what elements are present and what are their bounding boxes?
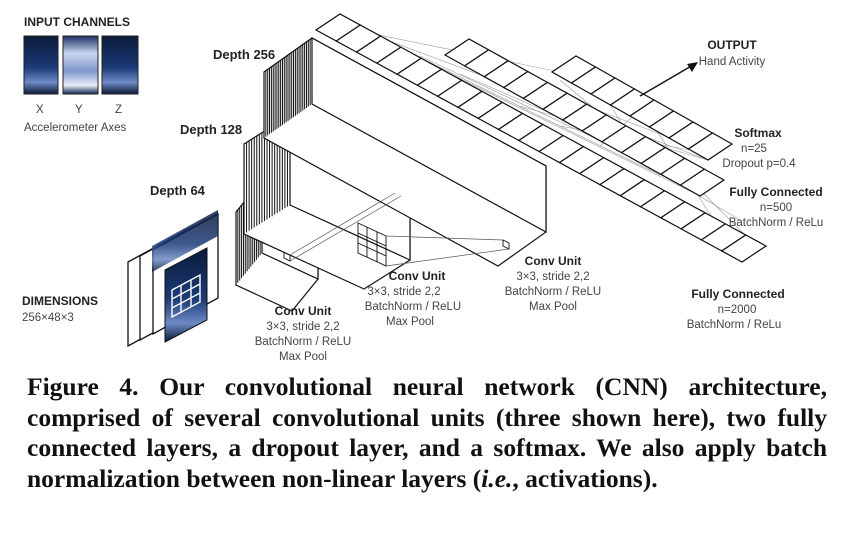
input-channels-title: INPUT CHANNELS	[24, 15, 130, 29]
depth-label-128: Depth 128	[180, 122, 242, 137]
output-arrow	[639, 62, 698, 97]
conv-unit-line: Max Pool	[279, 351, 327, 363]
conv-unit-title: Conv Unit	[525, 254, 582, 268]
dense-layer-line: n=500	[760, 202, 792, 214]
softmax-layer	[550, 55, 734, 161]
conv-unit-line: 3×3, stride 2,2	[516, 271, 589, 283]
projection-lines	[289, 192, 510, 267]
dense-layer-line: BatchNorm / ReLu	[729, 217, 824, 229]
conv-unit-label-1: Conv Unit 3×3, stride 2,2 BatchNorm / Re…	[255, 304, 352, 363]
conv-unit-title: Conv Unit	[389, 269, 446, 283]
spectrogram-z	[101, 35, 139, 95]
fc2000-label: Fully Connected n=2000 BatchNorm / ReLu	[687, 287, 785, 331]
input-channels-subtitle: Accelerometer Axes	[24, 122, 127, 134]
conv-unit-line: 3×3, stride 2,2	[367, 286, 440, 298]
dense-layer-line: BatchNorm / ReLu	[687, 319, 782, 331]
conv-unit-line: BatchNorm / ReLU	[505, 286, 602, 298]
input-stack	[127, 210, 219, 348]
conv-unit-title: Conv Unit	[275, 304, 332, 318]
conv-unit-label-3: Conv Unit 3×3, stride 2,2 BatchNorm / Re…	[505, 254, 602, 313]
figure-caption: Figure 4. Our convolutional neural netwo…	[27, 372, 827, 494]
neuron-cell	[679, 168, 726, 197]
caption-emphasis: i.e.	[481, 463, 513, 493]
softmax-label: Softmax n=25 Dropout p=0.4	[722, 126, 796, 170]
dense-layer-title: Softmax	[734, 126, 782, 140]
dense-layer-line: n=2000	[718, 304, 757, 316]
conv-block-depth-256	[263, 36, 547, 267]
spectrogram-x	[23, 35, 59, 95]
connection-line	[419, 55, 621, 151]
neuron-cell	[720, 234, 768, 263]
output-title: OUTPUT	[707, 38, 757, 52]
axis-label-z: Z	[115, 104, 122, 116]
conv-unit-line: Max Pool	[529, 301, 577, 313]
depth-label-256: Depth 256	[213, 47, 275, 62]
dimensions-title: DIMENSIONS	[22, 294, 98, 308]
input-channels: INPUT CHANNELS X Y Z Accelerometer Axes	[23, 15, 139, 134]
neuron-cell	[687, 132, 734, 161]
cnn-architecture-diagram: INPUT CHANNELS X Y Z Accelerometer Axes …	[22, 13, 824, 363]
depth-label-64: Depth 64	[150, 183, 206, 198]
fully-connected-2000-layer	[314, 13, 768, 263]
dense-layer-line: Dropout p=0.4	[722, 158, 796, 170]
conv-unit-line: 3×3, stride 2,2	[266, 321, 339, 333]
conv-unit-line: Max Pool	[386, 316, 434, 328]
output-subtitle: Hand Activity	[699, 56, 766, 68]
fc500-label: Fully Connected n=500 BatchNorm / ReLu	[729, 185, 824, 229]
axis-label-y: Y	[75, 104, 83, 116]
caption-lead: Figure 4. Our convolutional neural netwo…	[27, 372, 827, 493]
spectrogram-y	[62, 35, 99, 95]
dense-layer-title: Fully Connected	[691, 287, 784, 301]
conv-unit-label-2: Conv Unit 3×3, stride 2,2 BatchNorm / Re…	[365, 269, 462, 328]
caption-tail: , activations).	[512, 463, 658, 493]
conv-unit-line: BatchNorm / ReLU	[365, 301, 462, 313]
dense-layer-line: n=25	[741, 143, 767, 155]
axis-label-x: X	[36, 104, 44, 116]
dimensions-value: 256×48×3	[22, 312, 74, 324]
dense-layer-title: Fully Connected	[729, 185, 822, 199]
fully-connected-500-layer	[443, 38, 726, 197]
conv-unit-line: BatchNorm / ReLU	[255, 336, 352, 348]
